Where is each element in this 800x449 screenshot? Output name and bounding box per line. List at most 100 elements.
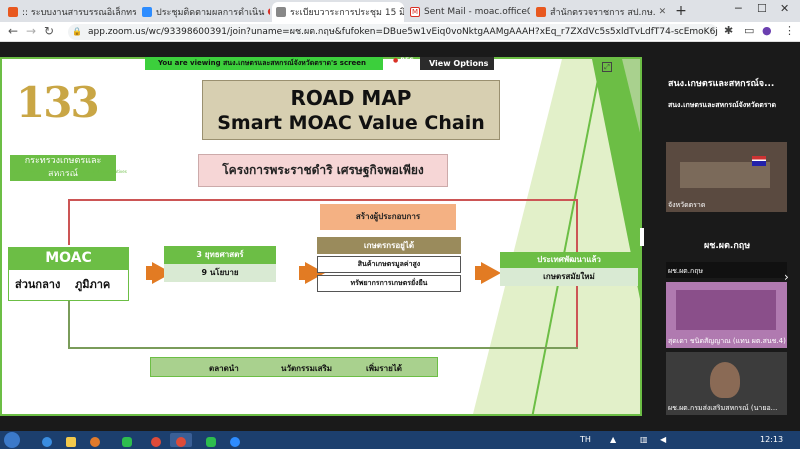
gmail-icon: M <box>410 7 420 17</box>
next-page-arrow-icon[interactable]: › <box>784 270 789 284</box>
slide-title-line1: ROAD MAP <box>290 86 412 110</box>
participant-video-tile[interactable]: ผช.ผต.กฤษ <box>666 262 787 278</box>
tab-title: :: ระบบงานสารบรรณอิเล็กทรอนิ <box>22 8 136 18</box>
participant-name: ผช.ผต.กฤษ <box>668 267 704 275</box>
entrepreneur-box: สร้างผู้ประกอบการ <box>320 204 456 230</box>
participant-person <box>710 362 740 398</box>
high-value-product-box: สินค้าเกษตรมูลค่าสูง <box>317 256 461 273</box>
tab-favicon-icon <box>8 7 18 17</box>
browser-tab[interactable]: M Sent Mail - moac.office07@gm ✕ <box>406 2 530 22</box>
splitter-handle[interactable] <box>640 228 644 246</box>
shared-screen-slide: 133 กระทรวงเกษตรและสหกรณ์ 133 Anniversar… <box>0 57 642 416</box>
slide-title-line2: Smart MOAC Value Chain <box>217 112 485 134</box>
viewing-banner: You are viewing สนง.เกษตรและสหกรณ์จังหวั… <box>145 57 383 70</box>
participant-panel: สนง.เกษตรและสหกรณ์จ... สนง.เกษตรและสหกรณ… <box>664 42 800 431</box>
windows-taskbar: TH ▲ ▥ ◀ 12:13 <box>0 431 800 449</box>
taskbar-ie-icon[interactable] <box>36 433 58 447</box>
taskbar-chrome-active-icon[interactable] <box>170 433 192 447</box>
taskbar-zoom-icon[interactable] <box>224 433 246 447</box>
zoom-favicon-icon <box>142 7 152 17</box>
taskbar-chrome-icon[interactable] <box>145 433 167 447</box>
taskbar-line-icon[interactable] <box>116 433 138 447</box>
frame-bottom-line <box>68 347 578 349</box>
participant-name: สนง.เกษตรและสหกรณ์จ... <box>668 79 775 89</box>
reload-icon[interactable]: ↻ <box>44 24 55 38</box>
bottom-bar: ตลาดนำ นวัตกรรมเสริม เพิ่มรายได้ <box>150 357 438 377</box>
volume-icon[interactable]: ◀ <box>660 435 667 444</box>
lock-icon: 🔒 <box>72 27 82 36</box>
policy-box: 9 นโยบาย <box>164 264 276 282</box>
clock[interactable]: 12:13 <box>760 435 784 444</box>
browser-tab[interactable]: ประชุมติดตามผลการดำเนิน ● ✕ <box>138 2 270 22</box>
modern-agriculture-box: เกษตรสมัยใหม่ <box>500 268 638 286</box>
logo-thai-text: กระทรวงเกษตรและสหกรณ์ <box>10 155 116 181</box>
innovation-label: นวัตกรรมเสริม <box>281 364 333 373</box>
participant-video-tile[interactable]: สุดเดา ชนิดสัญญาณ (แทน ผต.สนช.4) <box>666 282 787 348</box>
record-dot-icon: ● <box>393 57 399 64</box>
profile-avatar-icon[interactable]: ● <box>762 24 772 37</box>
arrow-right-icon <box>475 262 501 284</box>
view-options-label: View Options <box>429 59 489 68</box>
participant-name: จังหวัดตราด <box>668 201 706 209</box>
strategy-box: 3 ยุทธศาสตร์ <box>164 246 276 264</box>
participant-video-tile[interactable]: ผช.ผต.กรมส่งเสริมสหกรณ์ (นายอ... <box>666 352 787 415</box>
tab-title: Sent Mail - moac.office07@gm <box>424 7 530 17</box>
participant-video-tile[interactable]: จังหวัดตราด <box>666 142 787 212</box>
moac-box: MOAC <box>8 247 129 269</box>
taskbar-media-icon[interactable] <box>84 433 106 447</box>
developed-country-box: ประเทศพัฒนาแล้ว <box>500 252 638 268</box>
conference-room-scene <box>680 162 770 188</box>
frame-top-line <box>68 199 578 201</box>
close-icon[interactable]: ✕ <box>658 7 667 17</box>
chevron-down-icon: ⌄ <box>435 72 442 81</box>
regional-label: ภูมิภาค <box>75 278 111 291</box>
browser-tab[interactable]: สำนักตรวจราชการ สป.กษ. ✕ <box>532 2 670 22</box>
minimize-icon[interactable]: ─ <box>735 2 742 15</box>
browser-tab[interactable]: :: ระบบงานสารบรรณอิเล็กทรอนิ ✕ <box>4 2 136 22</box>
participant-name: ผช.ผต.กรมส่งเสริมสหกรณ์ (นายอ... <box>668 404 778 412</box>
browser-toolbar: ← → ↻ 🔒 app.zoom.us/wc/93398600391/join?… <box>0 22 800 42</box>
frame-left-bottom-line <box>68 301 70 349</box>
slide-title-box: ROAD MAP Smart MOAC Value Chain <box>202 80 500 140</box>
frame-left-top-line <box>68 199 70 245</box>
fit-screen-icon[interactable]: ⤢ <box>602 62 612 72</box>
slide-decoration <box>473 59 640 414</box>
language-indicator[interactable]: TH <box>580 435 591 444</box>
tab-title: สำนักตรวจราชการ สป.กษ. <box>550 8 656 18</box>
tab-favicon-icon <box>536 7 546 17</box>
sustainable-resource-box: ทรัพยากรการเกษตรยั่งยืน <box>317 275 461 292</box>
tray-chevron-icon[interactable]: ▲ <box>610 435 617 444</box>
taskbar-explorer-icon[interactable] <box>60 433 82 447</box>
participant-name: ผช.ผต.กฤษ <box>704 241 751 251</box>
central-label: ส่วนกลาง <box>15 278 61 291</box>
increase-income-label: เพิ่มรายได้ <box>366 364 402 373</box>
browser-tab-strip: :: ระบบงานสารบรรณอิเล็กทรอนิ ✕ ประชุมติด… <box>0 0 800 22</box>
network-icon[interactable]: ▥ <box>640 435 648 444</box>
url-text: app.zoom.us/wc/93398600391/join?uname=ผช… <box>88 27 718 37</box>
recording-indicator: ● REC <box>393 57 413 64</box>
moac-133-logo: 133 กระทรวงเกษตรและสหกรณ์ 133 Anniversar… <box>10 65 127 181</box>
logo-number: 133 <box>16 78 100 127</box>
stage-backdrop <box>676 290 776 330</box>
royal-project-box: โครงการพระราชดำริ เศรษฐกิจพอเพียง <box>198 154 448 187</box>
view-options-button[interactable]: View Options ⌄ <box>420 57 494 81</box>
maximize-icon[interactable]: ☐ <box>757 2 767 15</box>
thai-flag-icon <box>752 156 766 166</box>
close-window-icon[interactable]: ✕ <box>780 2 790 15</box>
extensions-icon[interactable]: ✱ <box>724 24 734 37</box>
taskbar-line-icon[interactable] <box>200 433 222 447</box>
logo-english-text: 133 Anniversary Ministry of Agriculture … <box>12 169 127 174</box>
browser-tab-active[interactable]: ระเบียบวาระการประชุม 15 มิ.ย. 6 ✕ <box>272 2 404 22</box>
tab-title: ประชุมติดตามผลการดำเนิน <box>156 8 265 18</box>
start-button[interactable] <box>4 432 20 448</box>
moac-sub-box: ส่วนกลาง ภูมิภาค <box>8 269 129 301</box>
tab-title: ระเบียบวาระการประชุม 15 มิ.ย. 6 <box>290 8 404 18</box>
viewing-banner-text: You are viewing สนง.เกษตรและสหกรณ์จังหวั… <box>158 59 367 67</box>
tab-favicon-icon <box>276 7 286 17</box>
back-icon[interactable]: ← <box>8 24 19 38</box>
reading-list-icon[interactable]: ▭ <box>744 24 755 37</box>
forward-icon[interactable]: → <box>26 24 37 38</box>
address-bar[interactable]: 🔒 app.zoom.us/wc/93398600391/join?uname=… <box>68 24 718 40</box>
menu-kebab-icon[interactable]: ⋮ <box>784 24 795 37</box>
new-tab-button[interactable]: + <box>675 3 687 19</box>
